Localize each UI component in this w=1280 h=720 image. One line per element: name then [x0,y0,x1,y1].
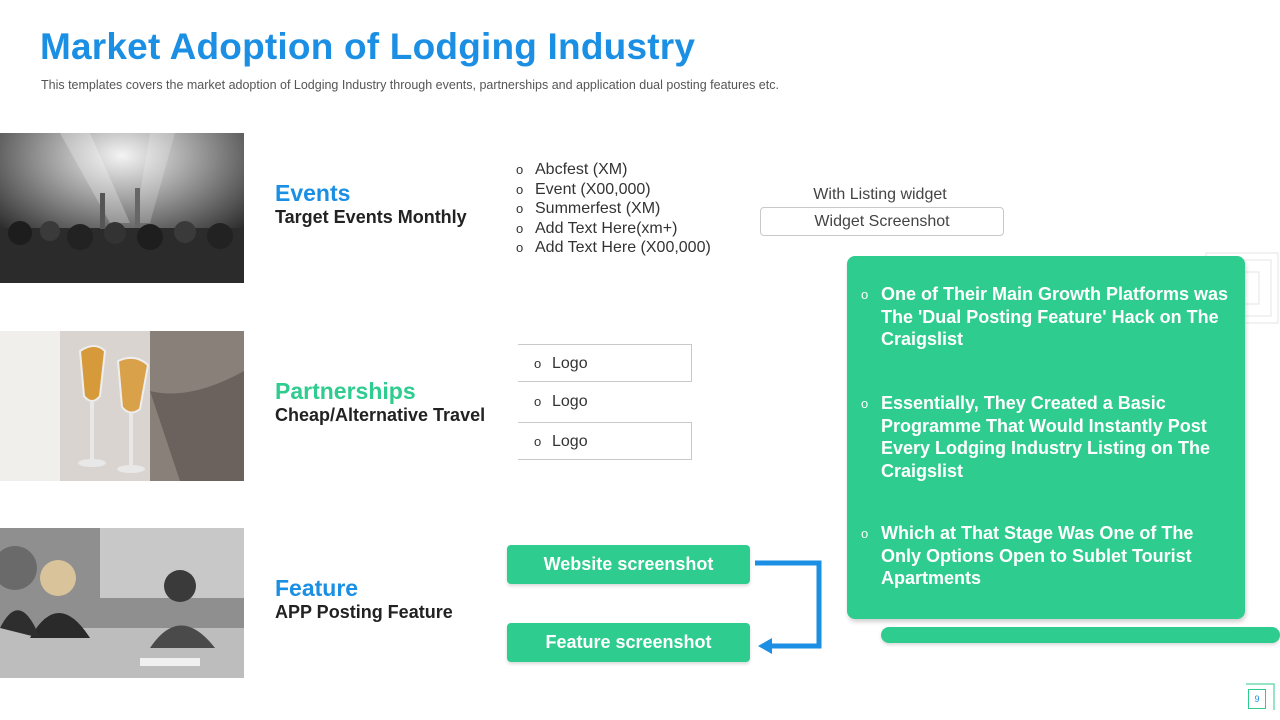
section-subtitle: Cheap/Alternative Travel [275,405,486,425]
feature-screenshot-button[interactable]: Feature screenshot [507,623,750,662]
website-screenshot-button[interactable]: Website screenshot [507,545,750,584]
decorative-bar [881,627,1280,643]
widget-label: With Listing widget [813,186,947,203]
section-subtitle: Target Events Monthly [275,207,467,227]
page-subtitle: This templates covers the market adoptio… [41,78,779,92]
concert-photo [0,133,244,283]
panel-bullet: o Essentially, They Created a Basic Prog… [861,393,1211,481]
page-number: 9 [1248,689,1266,709]
feature-section: Feature APP Posting Feature [275,575,453,623]
section-title: Events [275,180,351,206]
page-corner-icon [1246,683,1275,710]
panel-bullet: o One of Their Main Growth Platforms was… [861,284,1229,349]
section-subtitle: APP Posting Feature [275,602,453,622]
meeting-photo [0,528,244,678]
panel-bullet: o Which at That Stage Was One of The Onl… [861,523,1194,588]
widget-screenshot-box: Widget Screenshot [760,207,1004,236]
section-title: Feature [275,575,359,601]
section-title: Partnerships [275,378,416,404]
partnerships-section: Partnerships Cheap/Alternative Travel [275,378,485,426]
events-section: Events Target Events Monthly [275,180,467,228]
info-panel: o One of Their Main Growth Platforms was… [847,256,1245,619]
page-title: Market Adoption of Lodging Industry [40,26,696,67]
toast-photo [0,331,244,481]
connector-arrow-icon [755,560,822,654]
